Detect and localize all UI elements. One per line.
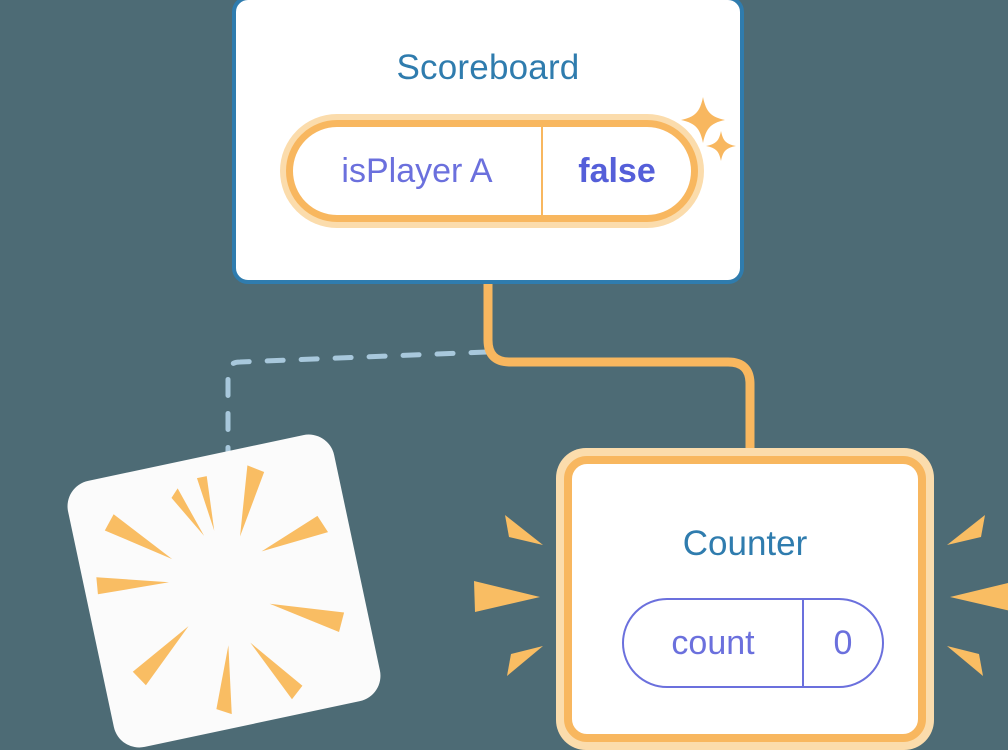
counter-burst-ray: [950, 582, 1008, 611]
counter-burst-ray: [474, 581, 540, 612]
burst-ray: [269, 603, 345, 632]
scoreboard-title: Scoreboard: [396, 48, 580, 87]
scoreboard-pill-value: false: [578, 151, 656, 190]
sparkle-small-icon: [706, 131, 736, 161]
counter-burst-ray: [505, 515, 543, 545]
scoreboard-card[interactable]: Scoreboard isPlayer A false: [232, 0, 744, 284]
burst-ray: [96, 577, 169, 595]
burst-ray: [216, 645, 232, 715]
burst-ray: [240, 465, 265, 537]
counter-title: Counter: [682, 524, 808, 563]
burst-ray: [196, 476, 215, 531]
counter-card[interactable]: Counter count 0: [556, 448, 934, 750]
scoreboard-pill-key: isPlayer A: [293, 127, 543, 215]
counter-pill-key: count: [624, 600, 804, 686]
burst-ray: [171, 488, 205, 536]
scoreboard-pill-wrapper: isPlayer A false: [280, 114, 704, 228]
counter-burst-ray: [507, 646, 543, 676]
counter-state-pill[interactable]: count 0: [622, 598, 884, 688]
dashed-connector-path: [225, 349, 490, 469]
scoreboard-state-pill[interactable]: isPlayer A false: [286, 120, 698, 222]
counter-pill-value: 0: [833, 623, 853, 662]
burst-ray: [104, 514, 173, 560]
tilted-card-burst-rays: [96, 465, 345, 715]
counter-card-inner: Counter count 0: [564, 456, 926, 742]
counter-burst-ray: [947, 646, 983, 676]
burst-ray: [250, 642, 303, 700]
orange-connector-path: [483, 282, 755, 462]
tilted-burst-card[interactable]: [62, 429, 386, 750]
sparkle-large-icon: [681, 97, 725, 143]
burst-ray: [261, 515, 329, 552]
counter-burst-ray: [947, 515, 985, 545]
burst-ray: [132, 626, 189, 686]
